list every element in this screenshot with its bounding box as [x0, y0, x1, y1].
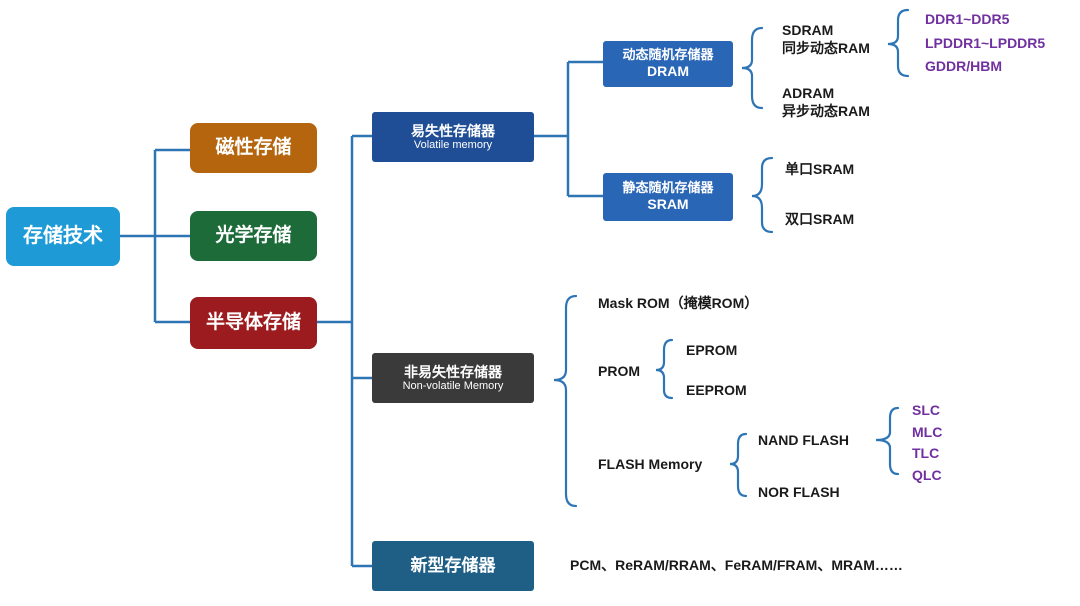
- nonvolatile-memory-label: 非易失性存储器: [404, 363, 502, 380]
- sram-label: 静态随机存储器: [622, 180, 714, 196]
- brace-sram: [751, 156, 774, 234]
- sram-sub: SRAM: [647, 196, 689, 213]
- eeprom-label: EEPROM: [686, 382, 747, 398]
- brace-sdram: [887, 8, 910, 78]
- nonvolatile-memory-sub: Non-volatile Memory: [402, 379, 504, 392]
- brace-nand: [875, 406, 900, 476]
- sdram-type-ddr: DDR1~DDR5: [925, 11, 1010, 27]
- brace-dram: [741, 26, 764, 110]
- mask-rom-label: Mask ROM（掩模ROM）: [598, 295, 759, 311]
- eprom-label: EPROM: [686, 342, 738, 358]
- root-label: 存储技术: [23, 225, 103, 247]
- volatile-memory-sub: Volatile memory: [413, 138, 493, 151]
- sdram-desc: 同步动态RAM: [782, 40, 870, 57]
- adram-desc: 异步动态RAM: [782, 103, 870, 120]
- root-node: 存储技术: [6, 207, 120, 266]
- semiconductor-storage-node: 半导体存储: [190, 297, 317, 349]
- prom-label: PROM: [598, 363, 640, 379]
- nand-type-tlc: TLC: [912, 445, 940, 461]
- new-memory-label: 新型存储器: [410, 556, 496, 576]
- nand-type-slc: SLC: [912, 402, 940, 418]
- semiconductor-storage-label: 半导体存储: [205, 312, 301, 334]
- brace-nonvolatile: [553, 294, 578, 508]
- brace-prom: [655, 338, 674, 400]
- nand-flash-label: NAND FLASH: [758, 432, 849, 448]
- sram-type-dual-port: 双口SRAM: [785, 211, 855, 227]
- sdram-type-gddr: GDDR/HBM: [925, 58, 1002, 74]
- dram-label: 动态随机存储器: [622, 47, 714, 63]
- nonvolatile-memory-node: 非易失性存储器 Non-volatile Memory: [372, 353, 534, 403]
- magnetic-storage-node: 磁性存储: [190, 123, 317, 173]
- adram-name: ADRAM: [782, 85, 835, 101]
- sdram-name: SDRAM: [782, 22, 834, 38]
- optical-storage-node: 光学存储: [190, 211, 317, 261]
- nand-type-mlc: MLC: [912, 424, 943, 440]
- dram-node: 动态随机存储器 DRAM: [603, 41, 733, 87]
- dram-sub: DRAM: [647, 63, 689, 80]
- nor-flash-label: NOR FLASH: [758, 484, 840, 500]
- sdram-type-lpddr: LPDDR1~LPDDR5: [925, 35, 1046, 51]
- optical-storage-label: 光学存储: [215, 225, 292, 247]
- magnetic-storage-label: 磁性存储: [215, 137, 292, 159]
- volatile-memory-node: 易失性存储器 Volatile memory: [372, 112, 534, 162]
- sram-type-single-port: 单口SRAM: [785, 161, 855, 177]
- brace-flash: [729, 432, 748, 498]
- new-memory-node: 新型存储器: [372, 541, 534, 591]
- sram-node: 静态随机存储器 SRAM: [603, 173, 733, 221]
- flash-memory-label: FLASH Memory: [598, 456, 703, 472]
- nand-type-qlc: QLC: [912, 467, 942, 483]
- sdram-label: SDRAM 同步动态RAM: [782, 21, 870, 57]
- volatile-memory-label: 易失性存储器: [411, 122, 495, 139]
- adram-label: ADRAM 异步动态RAM: [782, 84, 870, 120]
- new-memory-examples: PCM、ReRAM/RRAM、FeRAM/FRAM、MRAM……: [570, 557, 903, 573]
